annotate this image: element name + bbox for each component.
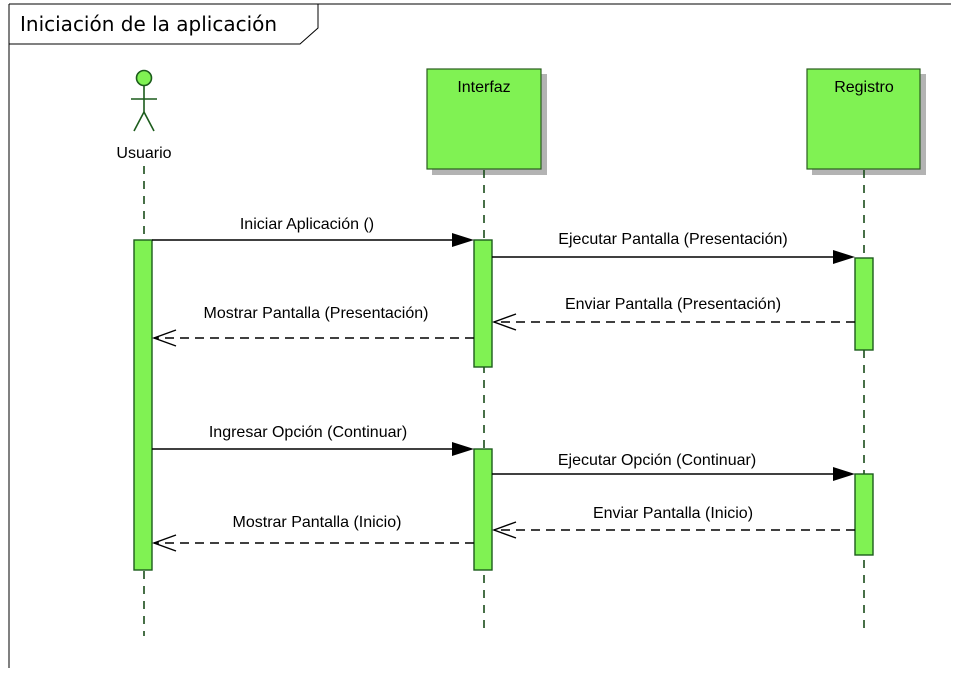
message-enviar-pantalla-presentacion[interactable]: Enviar Pantalla (Presentación) (491, 296, 855, 331)
actor-label: Usuario (116, 145, 171, 162)
arrowhead-icon (452, 233, 474, 247)
message-label: Ingresar Opción (Continuar) (209, 424, 407, 441)
open-arrowhead-icon (491, 313, 517, 331)
message-label: Iniciar Aplicación () (240, 216, 374, 233)
open-arrowhead-icon (151, 329, 177, 347)
participant-label: Registro (834, 79, 894, 96)
open-arrowhead-icon (151, 534, 177, 552)
message-label: Ejecutar Opción (Continuar) (558, 452, 756, 469)
open-arrowhead-icon (491, 521, 517, 539)
activation-bar-usuario (133, 239, 153, 571)
message-ejecutar-opcion[interactable]: Ejecutar Opción (Continuar) (492, 452, 855, 481)
activation-bar-registro-2 (854, 473, 874, 556)
participant-label: Interfaz (457, 79, 510, 96)
message-ingresar-opcion[interactable]: Ingresar Opción (Continuar) (152, 424, 474, 456)
message-mostrar-pantalla-inicio[interactable]: Mostrar Pantalla (Inicio) (151, 514, 474, 552)
activation-bar-registro-1 (854, 257, 874, 351)
arrowhead-icon (833, 250, 855, 264)
message-ejecutar-pantalla[interactable]: Ejecutar Pantalla (Presentación) (492, 231, 855, 264)
frame-title: Iniciación de la aplicación (20, 12, 277, 36)
activation-bar-interfaz-1 (473, 239, 493, 368)
activation-bar-interfaz-2 (473, 448, 493, 571)
message-enviar-pantalla-inicio[interactable]: Enviar Pantalla (Inicio) (491, 505, 855, 539)
message-iniciar-aplicacion[interactable]: Iniciar Aplicación () (152, 216, 474, 247)
participant-interfaz[interactable]: Interfaz (426, 68, 547, 175)
arrowhead-icon (833, 467, 855, 481)
actor-head-icon (135, 69, 153, 87)
arrowhead-icon (452, 442, 474, 456)
message-label: Ejecutar Pantalla (Presentación) (558, 231, 787, 248)
message-label: Mostrar Pantalla (Presentación) (204, 305, 429, 322)
message-mostrar-pantalla-presentacion[interactable]: Mostrar Pantalla (Presentación) (151, 305, 474, 347)
message-label: Mostrar Pantalla (Inicio) (233, 514, 402, 531)
message-label: Enviar Pantalla (Inicio) (593, 505, 753, 522)
participant-registro[interactable]: Registro (806, 68, 926, 175)
message-label: Enviar Pantalla (Presentación) (565, 296, 781, 313)
diagram-frame: Iniciación de la aplicación (8, 3, 951, 668)
actor-usuario[interactable]: Usuario (116, 69, 172, 163)
